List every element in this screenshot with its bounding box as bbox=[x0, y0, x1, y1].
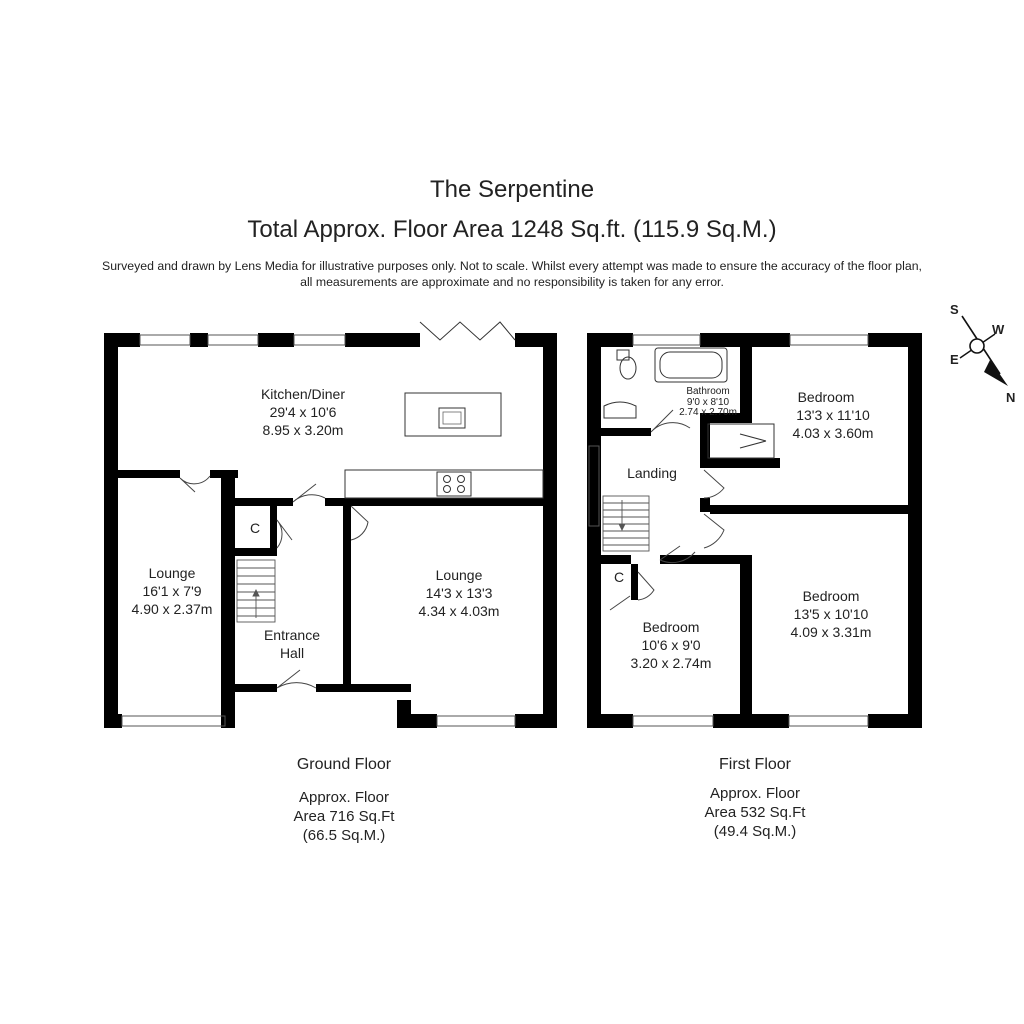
hall-name-1: Entrance bbox=[264, 627, 320, 643]
compass-e: E bbox=[950, 352, 959, 367]
ground-floor-plan: Kitchen/Diner 29'4 x 10'6 8.95 x 3.20m L… bbox=[104, 321, 557, 728]
hob-burners bbox=[443, 475, 465, 493]
bathroom-metric: 2.74 x 2.70m bbox=[679, 407, 737, 418]
plan-title: The Serpentine bbox=[429, 176, 595, 203]
bedroom-right-metric: 4.09 x 3.31m bbox=[791, 624, 872, 640]
sink-icon bbox=[438, 407, 466, 429]
first-cupboard-label: C bbox=[614, 569, 624, 585]
disclaimer-line-1: Surveyed and drawn by Lens Media for ill… bbox=[102, 259, 922, 273]
landing-name: Landing bbox=[627, 465, 677, 481]
lounge-left-name: Lounge bbox=[149, 565, 196, 581]
shower-tray-icon bbox=[707, 423, 775, 459]
kitchen-worktop bbox=[344, 469, 544, 499]
disclaimer-line-2: all measurements are approximate and no … bbox=[300, 275, 724, 289]
hob-icon bbox=[436, 471, 472, 497]
first-floor-caption: First Floor bbox=[719, 756, 791, 773]
ground-floor-stairs bbox=[236, 559, 276, 623]
bedroom-small-name: Bedroom bbox=[643, 619, 700, 635]
ground-floor-windows bbox=[121, 334, 516, 727]
bedroom-top-name: Bedroom bbox=[798, 389, 855, 405]
bathroom-fixtures bbox=[603, 347, 775, 459]
ground-floor-area-line-1: Approx. Floor bbox=[298, 789, 390, 806]
first-floor-plan: Bathroom 9'0 x 8'10 2.74 x 2.70m Bedroom… bbox=[587, 333, 922, 728]
first-floor-area-line-2: Area 532 Sq.Ft bbox=[704, 804, 806, 821]
compass-s: S bbox=[950, 302, 959, 317]
bathroom-name: Bathroom bbox=[686, 386, 729, 397]
plan-subtitle: Total Approx. Floor Area 1248 Sq.ft. (11… bbox=[247, 216, 777, 243]
north-arrow-icon bbox=[984, 360, 1008, 386]
basin-icon bbox=[603, 401, 637, 419]
ground-floor-area-line-2: Area 716 Sq.Ft bbox=[293, 808, 395, 825]
lounge-right-metric: 4.34 x 4.03m bbox=[419, 603, 500, 619]
toilet-icon bbox=[619, 356, 637, 380]
bedroom-small-metric: 3.20 x 2.74m bbox=[631, 655, 712, 671]
lounge-left-metric: 4.90 x 2.37m bbox=[132, 601, 213, 617]
ground-floor-caption: Ground Floor bbox=[296, 756, 392, 773]
bathroom-imperial: 9'0 x 8'10 bbox=[687, 397, 730, 408]
first-floor-doors bbox=[609, 409, 725, 611]
first-floor-walls bbox=[587, 333, 922, 728]
compass-center bbox=[969, 338, 985, 354]
bedroom-right-name: Bedroom bbox=[803, 588, 860, 604]
ground-floor-area: Approx. Floor Area 716 Sq.Ft (66.5 Sq.M.… bbox=[244, 788, 444, 845]
kitchen-island bbox=[404, 392, 502, 437]
kitchen-imperial: 29'4 x 10'6 bbox=[270, 404, 337, 420]
bifold-door-icon bbox=[419, 321, 516, 341]
lounge-right-imperial: 14'3 x 13'3 bbox=[426, 585, 493, 601]
bedroom-small-imperial: 10'6 x 9'0 bbox=[641, 637, 700, 653]
compass-rose: S W E N bbox=[950, 302, 1015, 405]
compass-n: N bbox=[1006, 390, 1015, 405]
first-floor-area: Approx. Floor Area 532 Sq.Ft (49.4 Sq.M.… bbox=[655, 784, 855, 841]
kitchen-metric: 8.95 x 3.20m bbox=[263, 422, 344, 438]
hall-name-2: Hall bbox=[280, 645, 304, 661]
first-floor-area-line-3: (49.4 Sq.M.) bbox=[713, 823, 797, 840]
lounge-left-imperial: 16'1 x 7'9 bbox=[142, 583, 201, 599]
lounge-right-name: Lounge bbox=[436, 567, 483, 583]
first-floor-stairs bbox=[602, 495, 650, 552]
ground-floor-area-line-3: (66.5 Sq.M.) bbox=[302, 827, 386, 844]
ground-cupboard-label: C bbox=[250, 520, 260, 536]
first-floor-area-line-1: Approx. Floor bbox=[709, 785, 801, 802]
bedroom-top-metric: 4.03 x 3.60m bbox=[793, 425, 874, 441]
toilet-cistern-icon bbox=[616, 349, 630, 361]
bedroom-top-imperial: 13'3 x 11'10 bbox=[796, 407, 870, 423]
kitchen-name: Kitchen/Diner bbox=[261, 386, 345, 402]
disclaimer: Surveyed and drawn by Lens Media for ill… bbox=[40, 258, 984, 290]
first-floor-windows bbox=[588, 334, 869, 727]
bedroom-right-imperial: 13'5 x 10'10 bbox=[794, 606, 869, 622]
compass-w: W bbox=[992, 322, 1005, 337]
bathtub-icon bbox=[654, 347, 728, 383]
ground-floor-walls bbox=[104, 333, 557, 728]
ground-floor-doors bbox=[179, 475, 369, 689]
